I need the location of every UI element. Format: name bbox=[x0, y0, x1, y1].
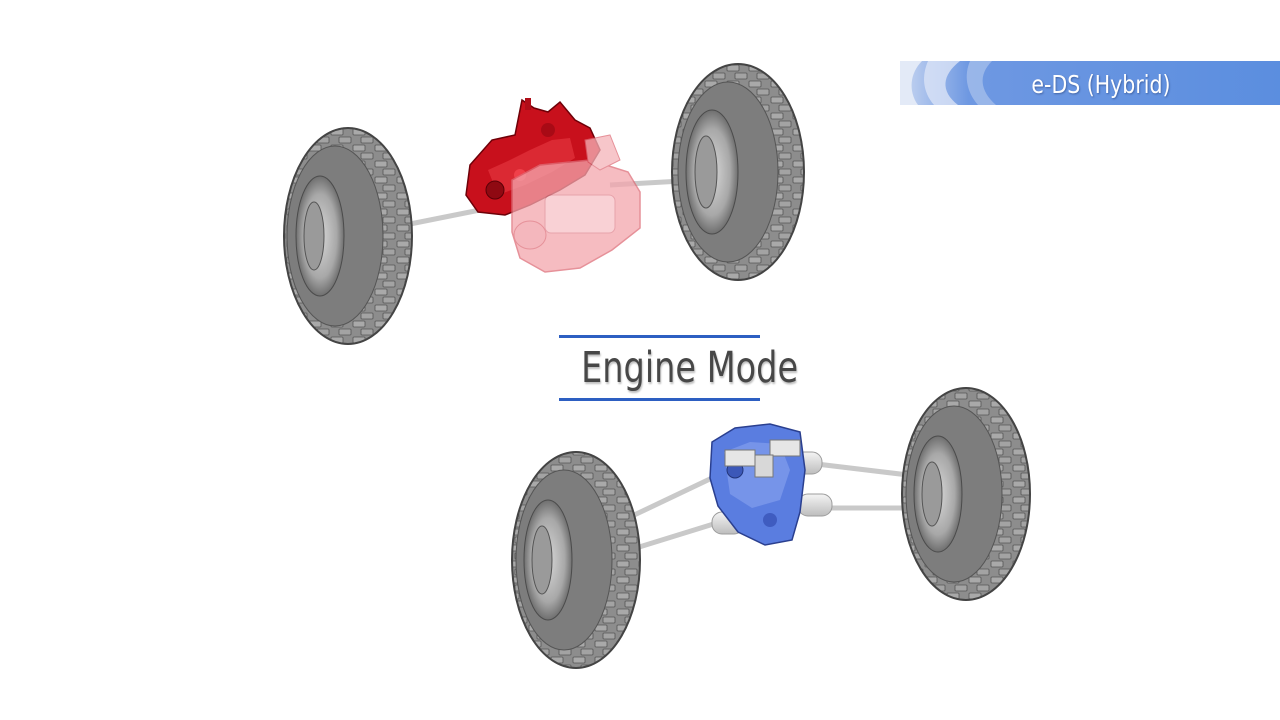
mode-banner-label: e-DS (Hybrid) bbox=[1031, 70, 1171, 99]
title-rule-bottom bbox=[559, 398, 760, 401]
lower-left-lower-shaft bbox=[635, 519, 721, 551]
banner-swoosh-graphic bbox=[900, 61, 1280, 105]
lower-axle-assembly bbox=[511, 387, 1031, 669]
mode-title: Engine Mode bbox=[559, 335, 799, 401]
lower-left-upper-shaft bbox=[626, 475, 714, 521]
mode-title-text: Engine Mode bbox=[581, 343, 799, 393]
motor-unit-blue bbox=[709, 423, 806, 546]
upper-left-tire bbox=[283, 127, 413, 345]
title-rule-top bbox=[559, 335, 760, 338]
mode-banner: e-DS (Hybrid) bbox=[900, 61, 1280, 105]
upper-axle-assembly bbox=[283, 63, 805, 345]
lower-right-tire bbox=[901, 387, 1031, 601]
motor-housing-translucent bbox=[511, 134, 641, 273]
upper-right-tire bbox=[671, 63, 805, 281]
lower-left-tire bbox=[511, 451, 641, 669]
